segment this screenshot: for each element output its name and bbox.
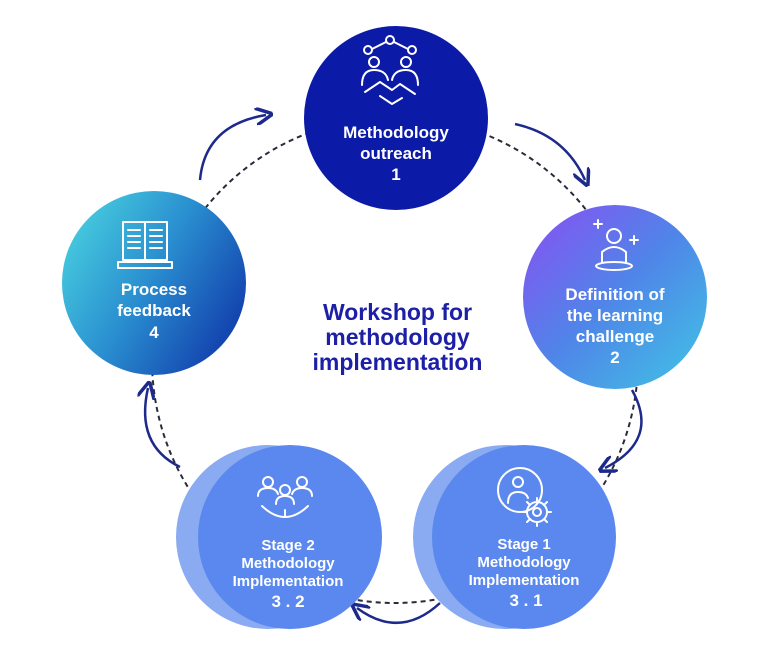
person-sparkle-icon bbox=[593, 219, 639, 271]
node-3-2-number: 3 . 2 bbox=[271, 592, 304, 611]
person-gear-icon bbox=[497, 467, 552, 527]
node-3-1-line-3: Implementation bbox=[469, 572, 580, 589]
center-title-line-2: methodology bbox=[325, 324, 470, 350]
node-definition-learning-challenge: Definition of the learning challenge 2 bbox=[523, 205, 707, 389]
node-3-2-line-2: Methodology bbox=[241, 555, 335, 572]
node-1-line-1: Methodology bbox=[343, 123, 449, 142]
node-4-number: 4 bbox=[149, 323, 159, 342]
node-process-feedback: Process feedback 4 bbox=[62, 191, 246, 375]
team-icon bbox=[257, 476, 313, 518]
node-4-line-1: Process bbox=[121, 280, 187, 299]
node-methodology-outreach: Methodology outreach 1 bbox=[304, 26, 488, 210]
node-3-1-number: 3 . 1 bbox=[509, 591, 542, 610]
center-title-line-1: Workshop for bbox=[322, 299, 473, 325]
center-title-line-3: implementation bbox=[312, 349, 483, 375]
arrow-3-to-3-2 bbox=[357, 603, 441, 624]
arrow-3-2-to-4 bbox=[145, 388, 181, 469]
arrow-1-to-2 bbox=[514, 122, 585, 180]
node-3-2-line-1: Stage 2 bbox=[261, 537, 314, 554]
node-1-number: 1 bbox=[391, 165, 400, 184]
node-1-line-2: outreach bbox=[360, 144, 432, 163]
node-3-1-line-1: Stage 1 bbox=[497, 536, 550, 553]
node-stage-1: Stage 1 Methodology Implementation 3 . 1 bbox=[413, 445, 616, 629]
node-3-1-line-2: Methodology bbox=[477, 554, 571, 571]
node-2-line-3: challenge bbox=[576, 327, 654, 346]
node-3-2-line-3: Implementation bbox=[233, 573, 344, 590]
node-2-number: 2 bbox=[610, 348, 619, 367]
node-2-line-2: the learning bbox=[567, 306, 663, 325]
node-4-line-2: feedback bbox=[117, 301, 191, 320]
arrow-4-to-1 bbox=[198, 115, 266, 181]
center-title: Workshop for methodology implementation bbox=[265, 300, 530, 375]
arrow-2-to-3 bbox=[605, 389, 643, 468]
handshake-network-icon bbox=[361, 35, 419, 105]
open-book-icon bbox=[117, 221, 173, 269]
node-2-line-1: Definition of bbox=[565, 285, 664, 304]
node-stage-2: Stage 2 Methodology Implementation 3 . 2 bbox=[176, 445, 382, 629]
